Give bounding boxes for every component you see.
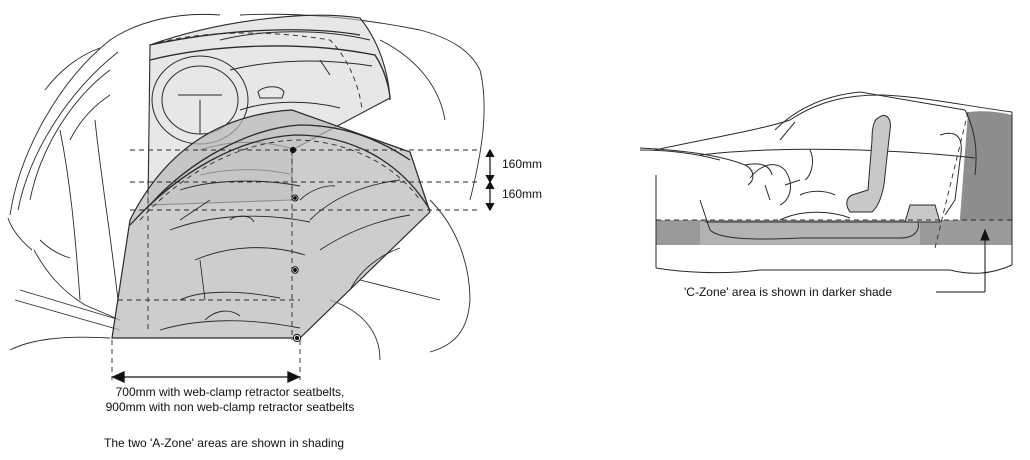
c-zone-leader: [936, 228, 990, 293]
width-dimension-arrow: [111, 370, 301, 384]
front-seats: [159, 179, 411, 331]
width-note-line2: 900mm with non web-clamp retractor seatb…: [105, 400, 355, 414]
anchor-point-upper-1: [289, 146, 297, 154]
car-interior-outline: [7, 13, 485, 361]
c-zone-shade-rear: [958, 111, 1012, 245]
c-zone-illustration: [639, 91, 1013, 293]
anchor-points: [289, 146, 302, 343]
dashed-guides: [111, 32, 478, 380]
rear-seat-side: [904, 132, 962, 223]
c-zone-caption: 'C-Zone' area is shown in darker shade: [684, 285, 893, 299]
front-sweep-lines: [639, 147, 773, 186]
c-zone-floor-light: [700, 222, 920, 245]
steering-wheel: [151, 55, 249, 145]
dimension-label-upper: 160mm: [502, 157, 543, 171]
car-side-body: [639, 94, 1013, 274]
front-seat: [846, 115, 891, 213]
a-zone-caption: The two 'A-Zone' areas are shown in shad…: [104, 436, 345, 450]
floor-pan: [699, 199, 919, 240]
vertical-dimension-arrows: [485, 148, 495, 212]
width-note-line1: 700mm with web-clamp retractor seatbelts…: [115, 385, 345, 399]
dimension-label-lower: 160mm: [502, 187, 543, 201]
zone-boundary-arcs: [129, 29, 431, 226]
a-zone-illustration: [7, 13, 495, 384]
steering-and-dash: [749, 149, 836, 206]
